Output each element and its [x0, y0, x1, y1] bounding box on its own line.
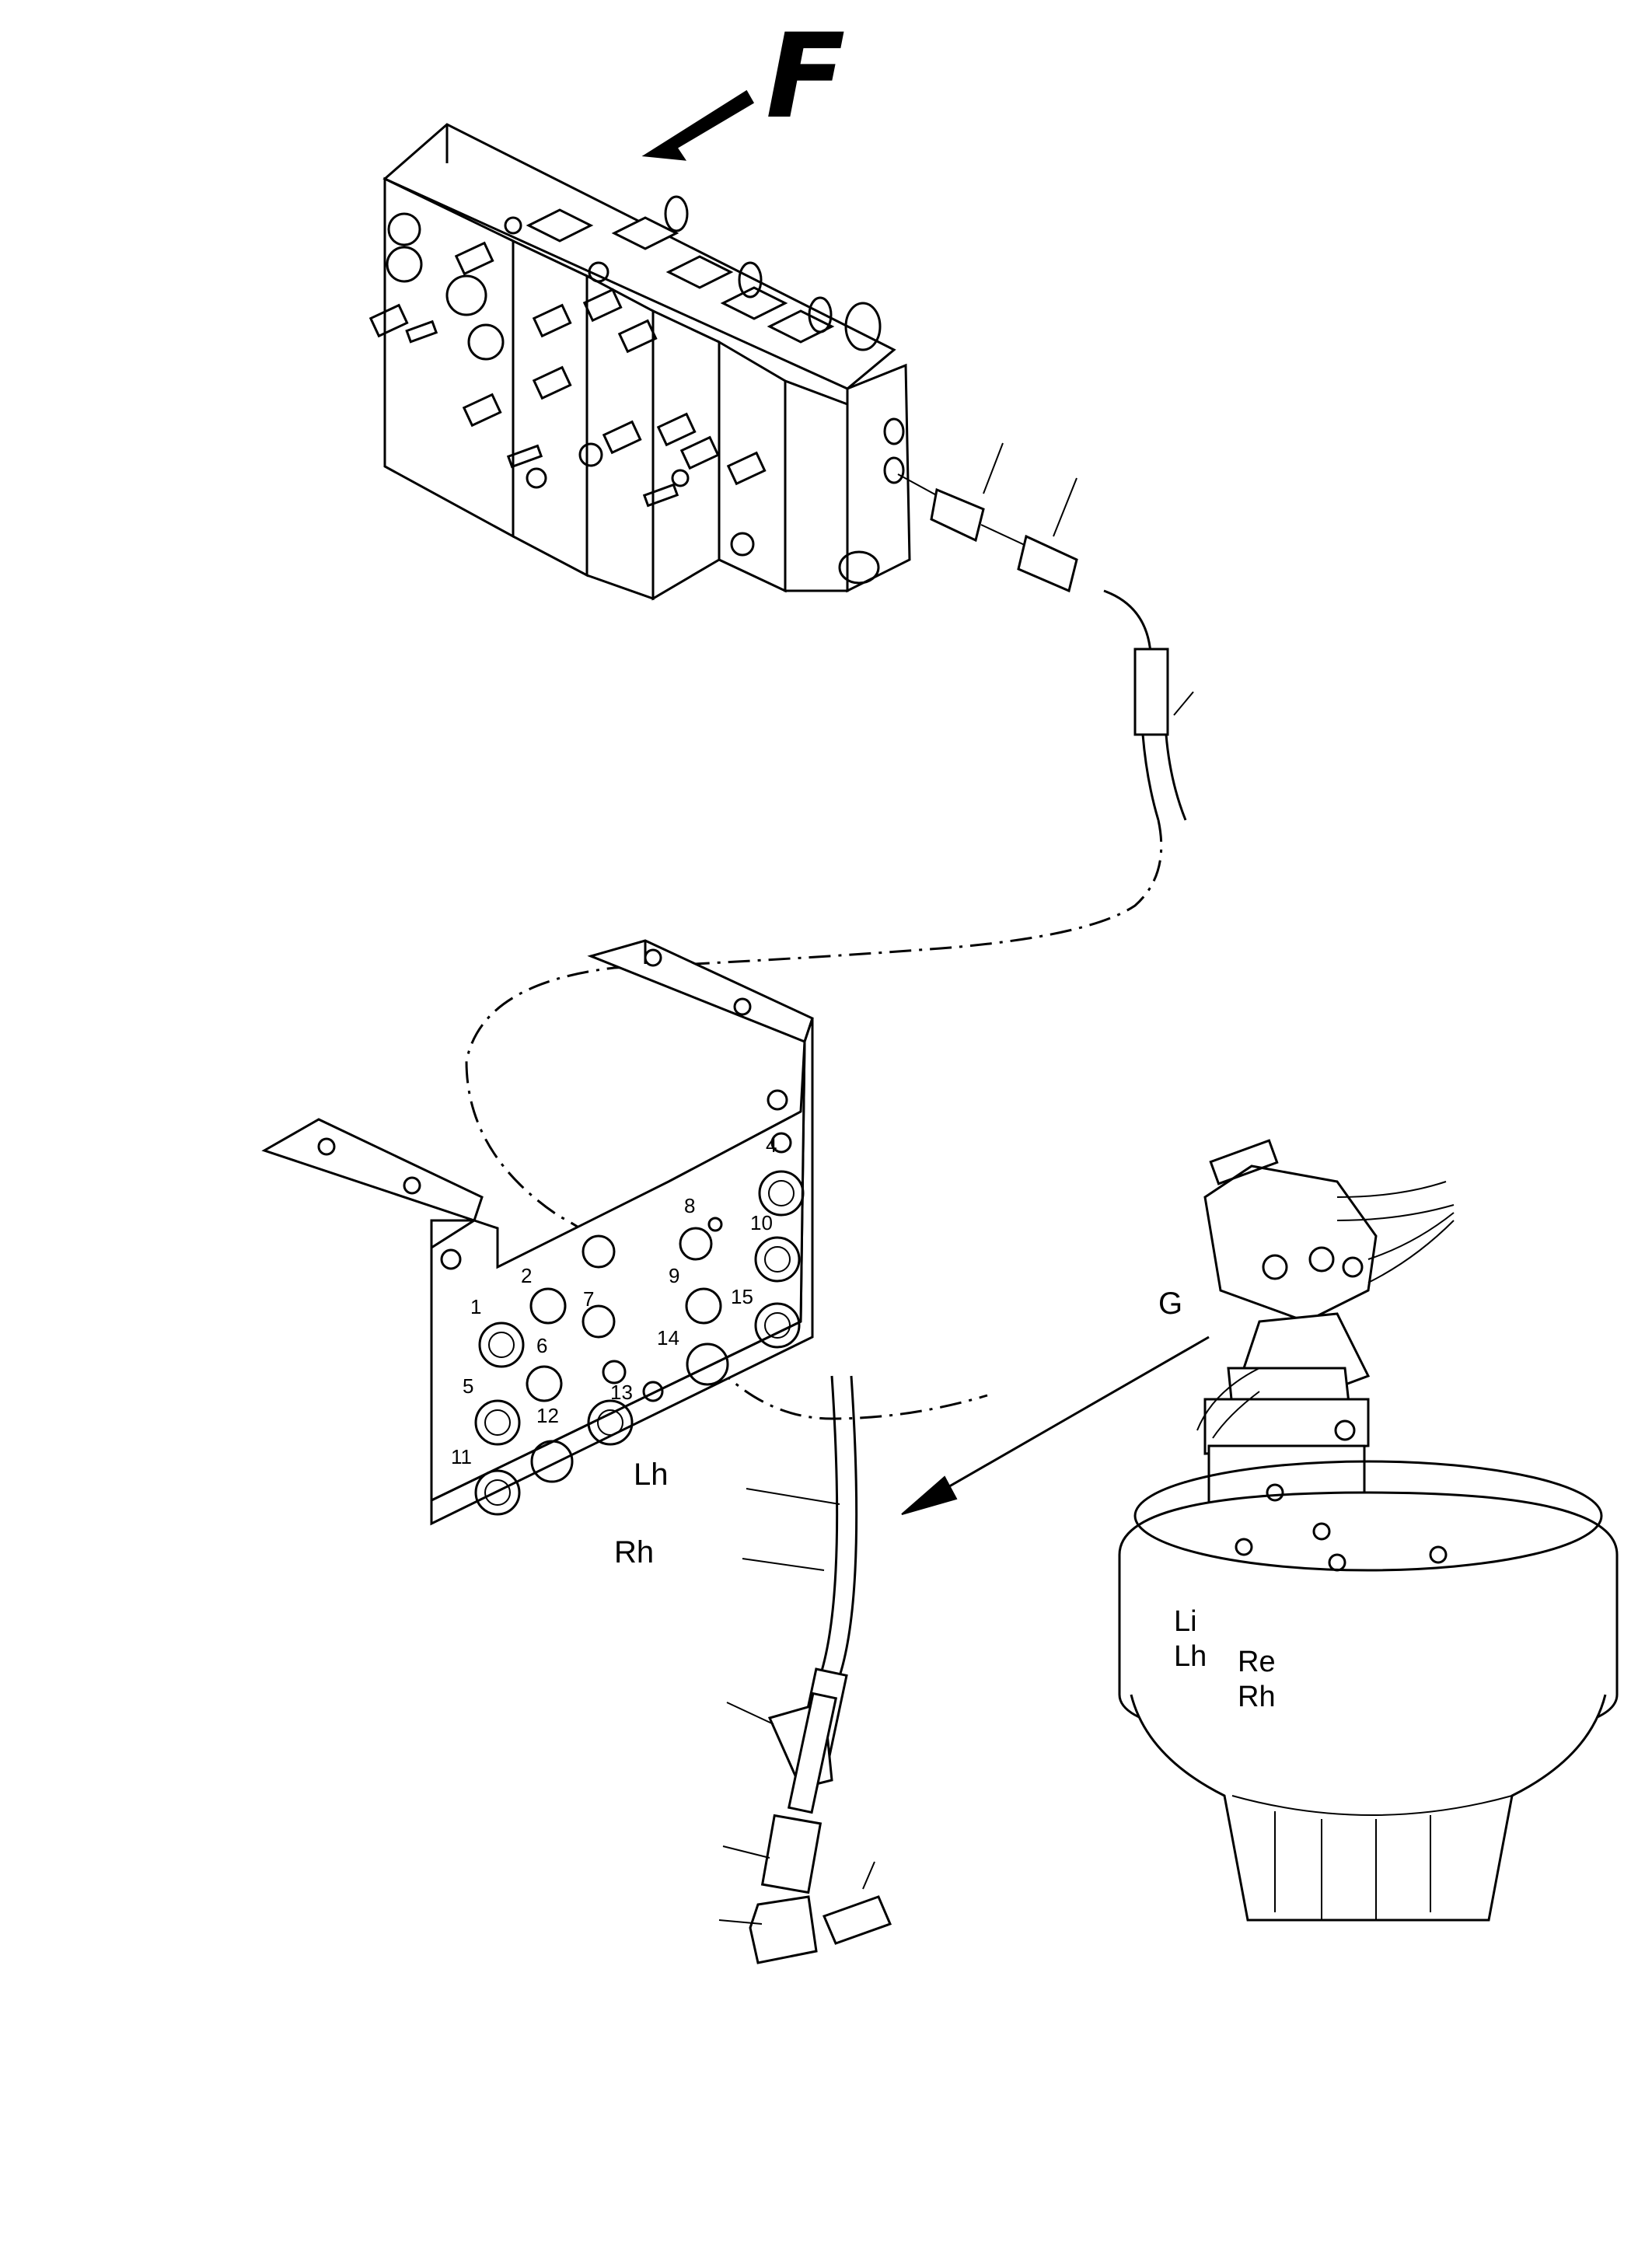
- forward-direction-arrow: F: [641, 9, 845, 161]
- port-number-1: 1: [470, 1295, 481, 1318]
- port-number-12: 12: [536, 1404, 559, 1427]
- lower-hoses: [726, 1375, 858, 1814]
- hose-label-right: Rh: [614, 1535, 654, 1569]
- port-number-9: 9: [669, 1264, 679, 1287]
- port-number-6: 6: [536, 1334, 547, 1357]
- swivel-joint-assembly: [1118, 1139, 1619, 1922]
- swivel-label-re: Re: [1238, 1646, 1276, 1678]
- port-number-13: 13: [610, 1381, 633, 1404]
- port-number-14: 14: [657, 1326, 679, 1349]
- port-number-11: 11: [451, 1445, 472, 1468]
- port-number-15: 15: [731, 1285, 753, 1308]
- lower-elbow-fitting: [718, 1895, 818, 1964]
- swivel-label-rh: Rh: [1238, 1681, 1276, 1713]
- port-number-10: 10: [750, 1211, 773, 1234]
- port-number-4: 4: [766, 1133, 777, 1157]
- swivel-label-lh: Lh: [1174, 1640, 1207, 1673]
- lower-adapter-fitting: [822, 1861, 892, 1945]
- hose-label-left: Lh: [634, 1458, 669, 1492]
- control-valve-block: [368, 123, 911, 601]
- upper-adapter-fitting: [897, 442, 1004, 543]
- bracket-ports: [474, 1170, 805, 1516]
- lower-union-fitting: [722, 1814, 823, 1894]
- upper-swivel-nut: [980, 477, 1078, 593]
- upper-hose: [465, 589, 1194, 1420]
- port-number-7: 7: [583, 1287, 594, 1311]
- port-number-8: 8: [684, 1194, 695, 1217]
- port-bracket: 1 2 4 5 6 7 8 9 10 11 12 13 14 15: [261, 939, 814, 1526]
- view-g-arrow: G: [901, 1287, 1210, 1515]
- port-number-2: 2: [521, 1264, 532, 1287]
- port-number-5: 5: [463, 1374, 473, 1398]
- view-marker: G: [1158, 1287, 1182, 1321]
- swivel-label-li: Li: [1174, 1605, 1197, 1638]
- direction-marker: F: [766, 9, 845, 145]
